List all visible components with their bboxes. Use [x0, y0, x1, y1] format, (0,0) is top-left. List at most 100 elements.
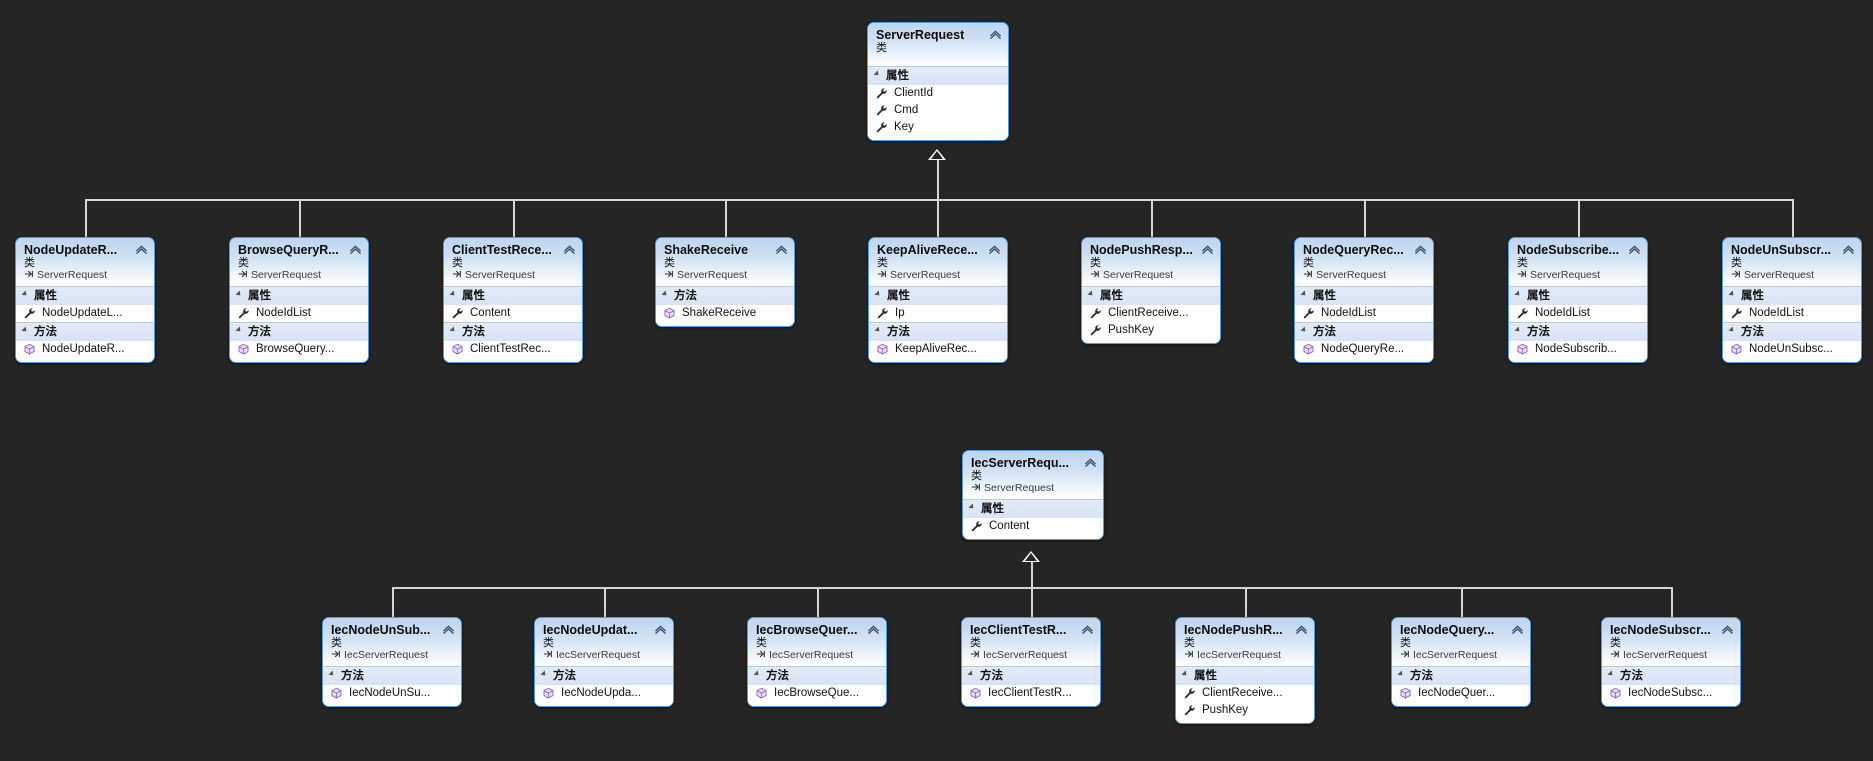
member-group-header[interactable]: 方法 — [16, 322, 154, 341]
member-row[interactable]: PushKey — [1082, 322, 1220, 339]
member-row[interactable]: IecClientTestR... — [962, 685, 1100, 702]
member-row[interactable]: IecNodeUpda... — [535, 685, 673, 702]
member-row[interactable]: ClientReceive... — [1082, 305, 1220, 322]
expander-triangle-icon[interactable] — [1607, 670, 1615, 678]
member-row[interactable]: Ip — [869, 305, 1007, 322]
member-row[interactable]: IecNodeQuer... — [1392, 685, 1530, 702]
member-group-header[interactable]: 方法 — [230, 322, 368, 341]
member-group-header[interactable]: 方法 — [1602, 666, 1740, 685]
expander-triangle-icon[interactable] — [1087, 290, 1095, 298]
member-group-header[interactable]: 属性 — [1509, 286, 1647, 305]
member-row[interactable]: NodeQueryRe... — [1295, 341, 1433, 358]
member-group-header[interactable]: 属性 — [444, 286, 582, 305]
member-group-header[interactable]: 属性 — [16, 286, 154, 305]
expander-triangle-icon[interactable] — [967, 670, 975, 678]
member-group-header[interactable]: 属性 — [868, 66, 1008, 85]
expander-triangle-icon[interactable] — [1728, 290, 1736, 298]
chevron-up-icon[interactable] — [1628, 243, 1641, 256]
member-row[interactable]: Content — [444, 305, 582, 322]
expander-triangle-icon[interactable] — [753, 670, 761, 678]
member-row[interactable]: NodeIdList — [230, 305, 368, 322]
member-group-header[interactable]: 方法 — [1392, 666, 1530, 685]
chevron-up-icon[interactable] — [135, 243, 148, 256]
expander-triangle-icon[interactable] — [1300, 326, 1308, 334]
chevron-up-icon[interactable] — [563, 243, 576, 256]
chevron-up-icon[interactable] — [1511, 623, 1524, 636]
chevron-up-icon[interactable] — [1081, 623, 1094, 636]
member-row[interactable]: Content — [963, 518, 1103, 535]
member-row[interactable]: KeepAliveRec... — [869, 341, 1007, 358]
expander-triangle-icon[interactable] — [1514, 290, 1522, 298]
member-row[interactable]: NodeSubscrib... — [1509, 341, 1647, 358]
chevron-up-icon[interactable] — [1842, 243, 1855, 256]
member-group-header[interactable]: 方法 — [962, 666, 1100, 685]
expander-triangle-icon[interactable] — [874, 290, 882, 298]
member-group-header[interactable]: 方法 — [535, 666, 673, 685]
member-group-header[interactable]: 属性 — [1082, 286, 1220, 305]
chevron-up-icon[interactable] — [1201, 243, 1214, 256]
member-row[interactable]: PushKey — [1176, 702, 1314, 719]
member-row[interactable]: IecNodeUnSu... — [323, 685, 461, 702]
expander-triangle-icon[interactable] — [235, 326, 243, 334]
chevron-up-icon[interactable] — [989, 28, 1002, 41]
expander-triangle-icon[interactable] — [1300, 290, 1308, 298]
chevron-up-icon[interactable] — [1084, 456, 1097, 469]
member-row[interactable]: IecNodeSubsc... — [1602, 685, 1740, 702]
expander-triangle-icon[interactable] — [21, 326, 29, 334]
expander-triangle-icon[interactable] — [21, 290, 29, 298]
expander-triangle-icon[interactable] — [328, 670, 336, 678]
member-row[interactable]: NodeIdList — [1509, 305, 1647, 322]
chevron-up-icon[interactable] — [1295, 623, 1308, 636]
member-row[interactable]: NodeUpdateL... — [16, 305, 154, 322]
member-group-header[interactable]: 属性 — [1295, 286, 1433, 305]
member-row[interactable]: NodeIdList — [1723, 305, 1861, 322]
expander-triangle-icon[interactable] — [873, 70, 881, 78]
chevron-up-icon[interactable] — [775, 243, 788, 256]
member-row[interactable]: BrowseQuery... — [230, 341, 368, 358]
member-group-header[interactable]: 方法 — [323, 666, 461, 685]
member-group-header[interactable]: 方法 — [748, 666, 886, 685]
member-group-header[interactable]: 方法 — [656, 286, 794, 305]
member-group-header[interactable]: 方法 — [1509, 322, 1647, 341]
member-row[interactable]: Cmd — [868, 102, 1008, 119]
member-row[interactable]: ClientTestRec... — [444, 341, 582, 358]
chevron-up-icon[interactable] — [349, 243, 362, 256]
expander-triangle-icon[interactable] — [1514, 326, 1522, 334]
member-group-header[interactable]: 属性 — [230, 286, 368, 305]
member-group-header[interactable]: 属性 — [869, 286, 1007, 305]
chevron-up-icon[interactable] — [867, 623, 880, 636]
chevron-up-icon[interactable] — [442, 623, 455, 636]
expander-triangle-icon[interactable] — [1728, 326, 1736, 334]
member-row[interactable]: NodeUnSubsc... — [1723, 341, 1861, 358]
member-group-header[interactable]: 属性 — [1723, 286, 1861, 305]
chevron-up-icon[interactable] — [988, 243, 1001, 256]
chevron-up-icon[interactable] — [1414, 243, 1427, 256]
member-group-header[interactable]: 方法 — [869, 322, 1007, 341]
member-row[interactable]: ShakeReceive — [656, 305, 794, 322]
expander-triangle-icon[interactable] — [968, 503, 976, 511]
expander-triangle-icon[interactable] — [449, 326, 457, 334]
member-row[interactable]: Key — [868, 119, 1008, 136]
expander-triangle-icon[interactable] — [661, 290, 669, 298]
member-group-header[interactable]: 属性 — [963, 499, 1103, 518]
chevron-up-icon[interactable] — [1721, 623, 1734, 636]
expander-triangle-icon[interactable] — [449, 290, 457, 298]
member-row[interactable]: NodeIdList — [1295, 305, 1433, 322]
member-row[interactable]: ClientReceive... — [1176, 685, 1314, 702]
member-group-header[interactable]: 方法 — [1295, 322, 1433, 341]
expander-triangle-icon[interactable] — [1397, 670, 1405, 678]
